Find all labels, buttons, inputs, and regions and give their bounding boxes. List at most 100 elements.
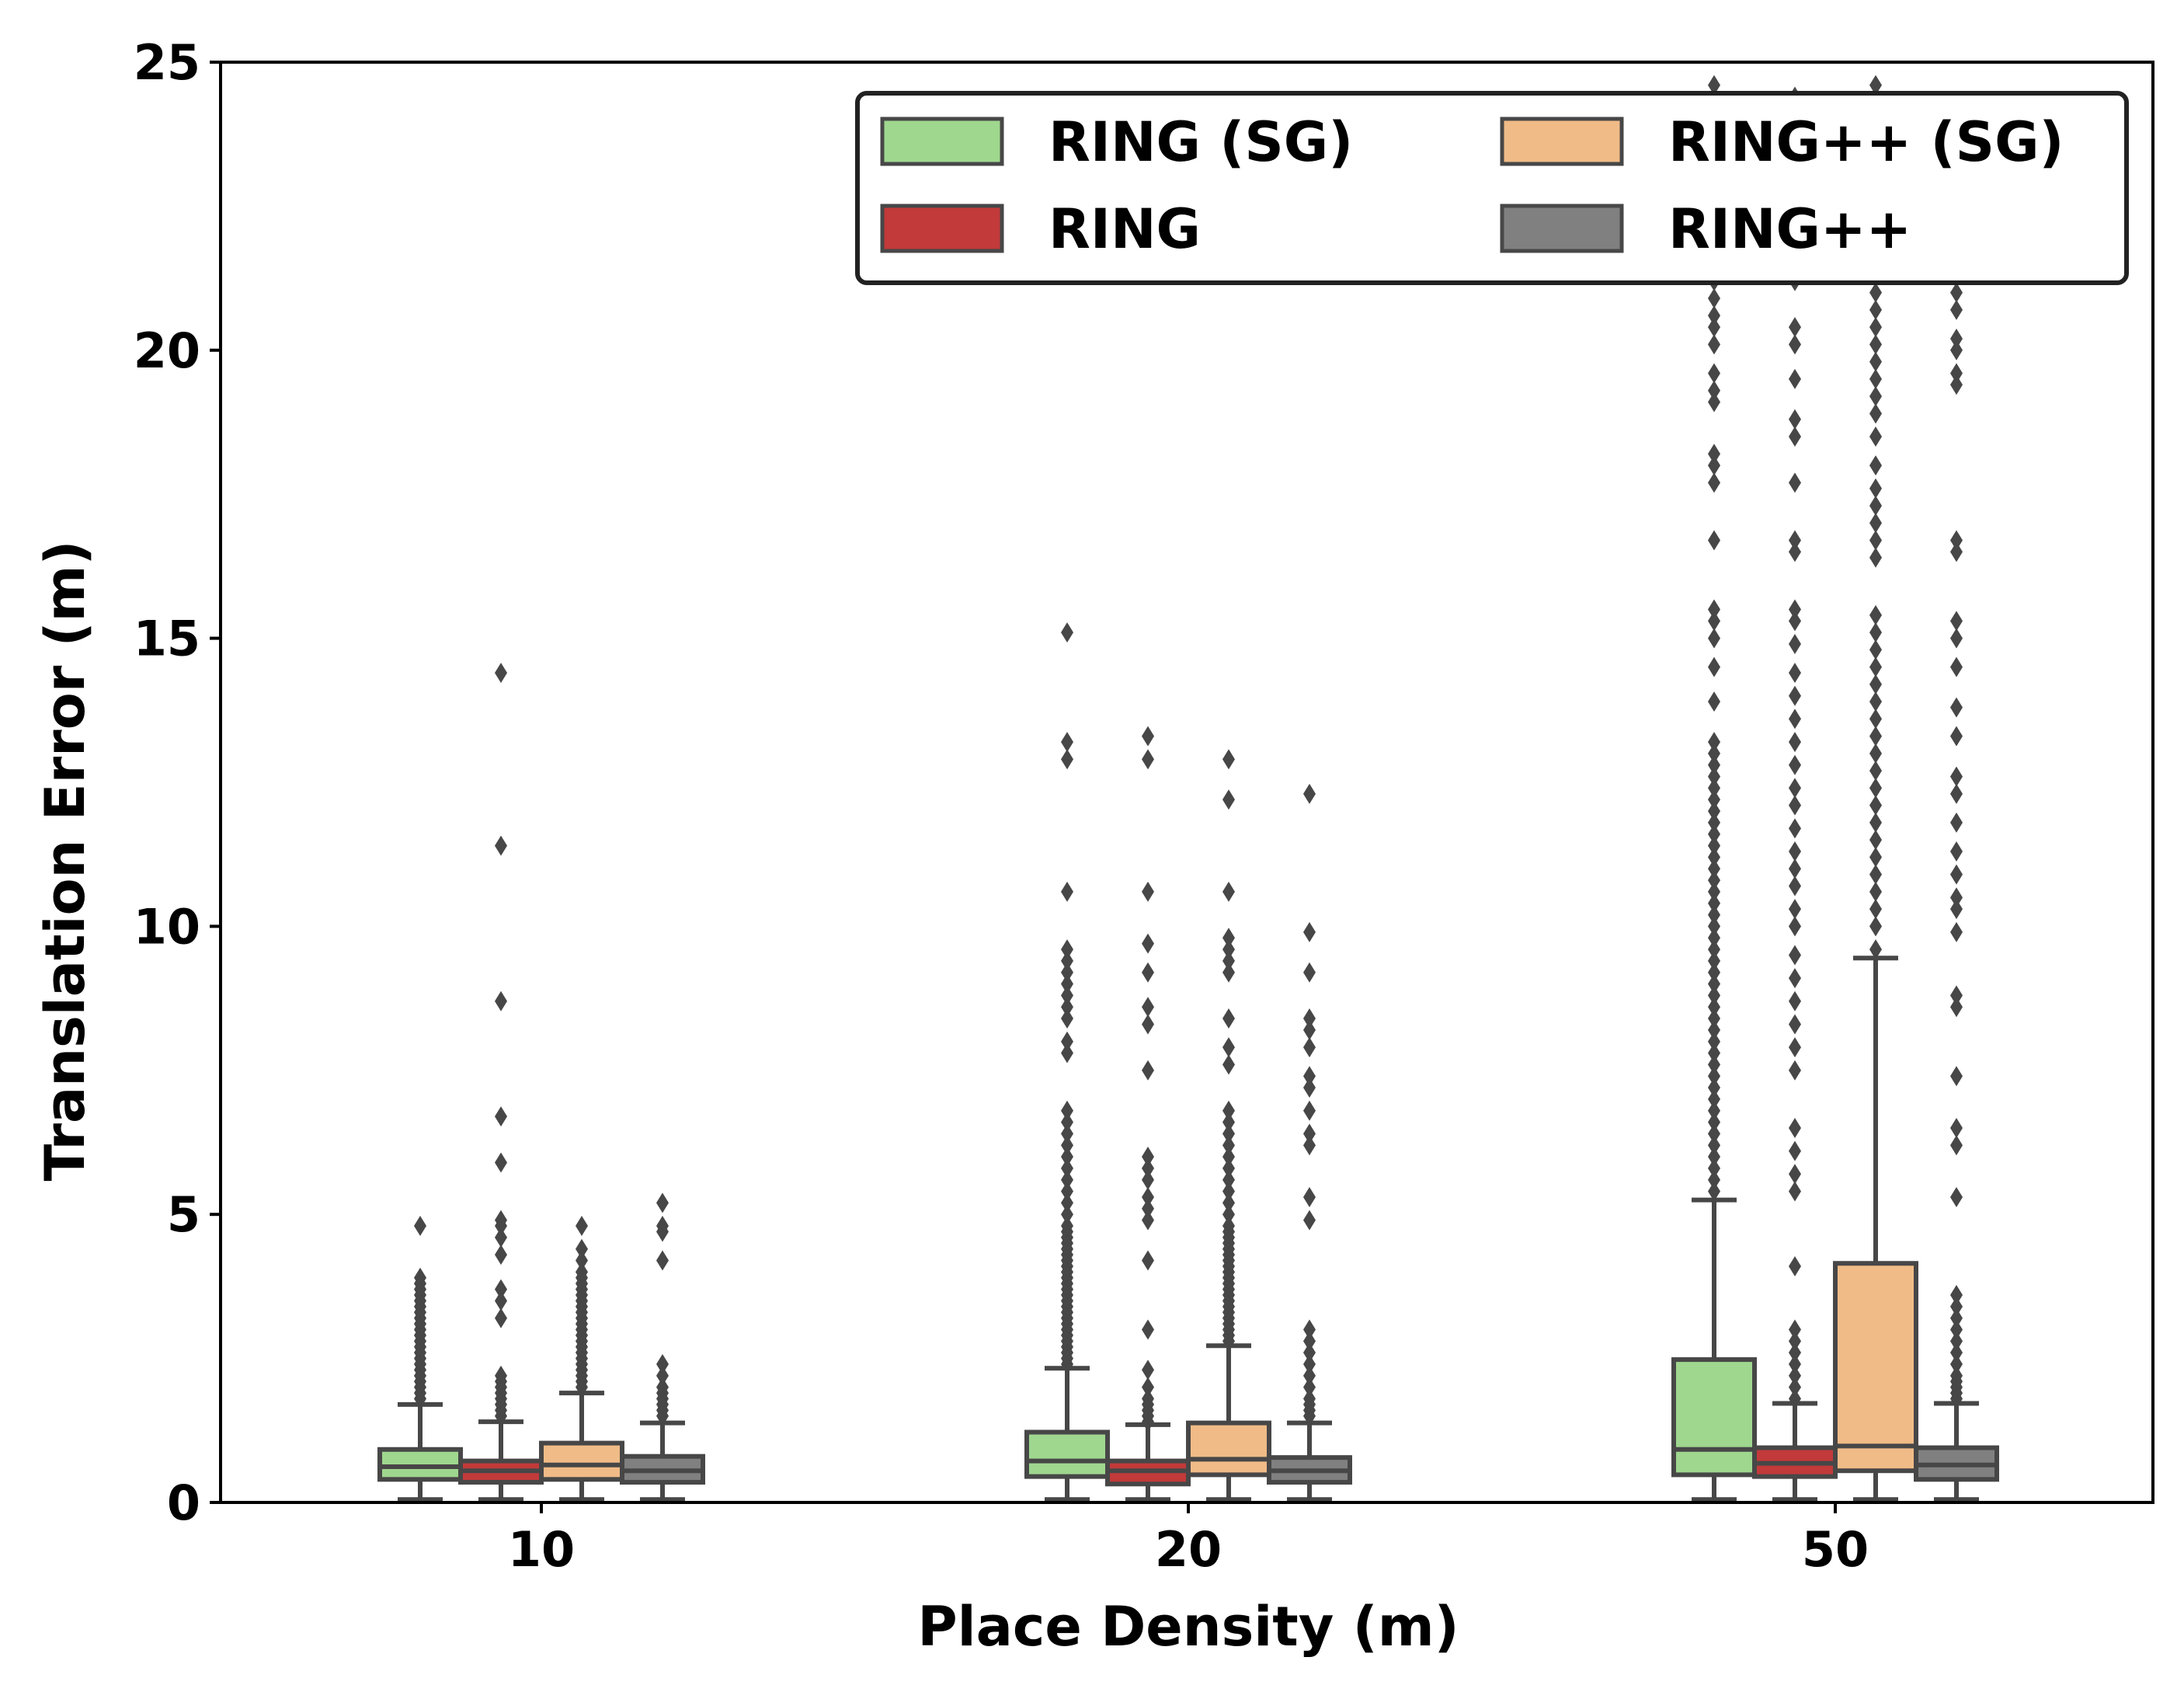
outlier-point	[1708, 973, 1720, 994]
outlier-point	[1061, 1135, 1073, 1156]
outlier-point	[656, 1354, 669, 1375]
outlier-point	[1950, 282, 1963, 303]
outlier-point	[1789, 368, 1801, 389]
outlier-point	[1708, 801, 1720, 822]
outlier-point	[1708, 444, 1720, 465]
outlier-point	[1950, 628, 1963, 649]
outlier-point	[1222, 1216, 1235, 1237]
outlier-point	[1708, 812, 1720, 833]
outlier-point	[1061, 1008, 1073, 1029]
outlier-point	[1303, 1331, 1316, 1352]
outlier-point	[1708, 656, 1720, 677]
outlier-point	[1061, 1181, 1073, 1202]
outlier-point	[1789, 1377, 1801, 1398]
box-0-1	[458, 663, 544, 1502]
legend-label: RING (SG)	[1049, 110, 1353, 174]
outlier-point	[1222, 789, 1235, 810]
outlier-point	[1142, 1319, 1154, 1340]
outlier-point	[1222, 1100, 1235, 1121]
outlier-point	[1708, 985, 1720, 1006]
outlier-point	[1708, 1123, 1720, 1144]
outlier-point	[1708, 1031, 1720, 1052]
outlier-point	[1061, 1216, 1073, 1237]
outlier-point	[1303, 1354, 1316, 1375]
outlier-point	[1869, 299, 1882, 320]
outlier-point	[1142, 1186, 1154, 1207]
outlier-point	[1950, 887, 1963, 908]
outlier-point	[1303, 962, 1316, 983]
outlier-point	[576, 1250, 588, 1271]
box-iqr	[1024, 1429, 1110, 1479]
outlier-point	[1142, 1250, 1154, 1271]
outlier-point	[1869, 282, 1882, 303]
outlier-point	[1142, 1169, 1154, 1190]
outlier-point	[1789, 795, 1801, 816]
outlier-point	[1869, 761, 1882, 782]
outlier-point	[1789, 732, 1801, 753]
outlier-point	[656, 1250, 669, 1271]
outlier-point	[1061, 1031, 1073, 1052]
outlier-point	[1708, 766, 1720, 787]
box-1-1	[1105, 726, 1191, 1502]
outlier-point	[1950, 1331, 1963, 1352]
outlier-point	[1222, 1037, 1235, 1058]
outlier-point	[1061, 997, 1073, 1018]
outlier-point	[1222, 1135, 1235, 1156]
outlier-point	[1950, 726, 1963, 747]
outlier-point	[1950, 1319, 1963, 1340]
outlier-point	[1789, 1164, 1801, 1185]
x-tick-label: 50	[1802, 1521, 1869, 1578]
outlier-point	[1708, 789, 1720, 810]
outlier-point	[1303, 1342, 1316, 1363]
outlier-point	[1222, 1112, 1235, 1133]
outlier-point	[1869, 386, 1882, 407]
outlier-point	[1061, 732, 1073, 753]
outlier-point	[1789, 663, 1801, 684]
outlier-point	[1708, 893, 1720, 914]
x-tick-label: 10	[508, 1521, 575, 1578]
outlier-point	[1950, 374, 1963, 395]
outlier-point	[1950, 1342, 1963, 1363]
outlier-point	[1789, 1140, 1801, 1161]
y-axis-label: Translation Error (m)	[33, 540, 97, 1181]
outlier-point	[1789, 916, 1801, 937]
outlier-point	[1303, 1210, 1316, 1231]
outlier-point	[1708, 835, 1720, 856]
outlier-point	[1789, 1060, 1801, 1081]
legend-label: RING++ (SG)	[1668, 110, 2064, 174]
outlier-point	[1708, 916, 1720, 937]
outlier-point	[1789, 945, 1801, 966]
outlier-point	[1142, 1060, 1154, 1081]
outlier-point	[1869, 847, 1882, 868]
outlier-point	[1708, 1008, 1720, 1029]
y-tick-label: 5	[167, 1186, 200, 1243]
outlier-point	[1303, 1066, 1316, 1087]
outlier-point	[1789, 1117, 1801, 1138]
outlier-point	[1708, 1181, 1720, 1202]
box-1-0	[1024, 622, 1110, 1502]
outlier-point	[1869, 916, 1882, 937]
outlier-point	[1222, 950, 1235, 971]
outlier-point	[1789, 530, 1801, 551]
outlier-point	[1708, 732, 1720, 753]
outlier-point	[1950, 1285, 1963, 1306]
outlier-point	[1950, 363, 1963, 384]
outlier-point	[1789, 472, 1801, 493]
outlier-point	[1950, 1186, 1963, 1207]
outlier-point	[1789, 409, 1801, 430]
outlier-point	[1869, 75, 1882, 96]
outlier-point	[1708, 599, 1720, 620]
outlier-point	[1708, 1112, 1720, 1133]
legend-frame	[855, 91, 2129, 285]
outlier-point	[495, 1290, 507, 1311]
legend-label: RING	[1049, 197, 1201, 261]
outlier-point	[656, 1216, 669, 1237]
outlier-point	[495, 1279, 507, 1300]
outlier-point	[1789, 1037, 1801, 1058]
outlier-point	[1789, 1331, 1801, 1352]
outlier-point	[1061, 1147, 1073, 1168]
outlier-point	[1708, 392, 1720, 413]
outlier-point	[1950, 766, 1963, 787]
box-0-0	[377, 1216, 463, 1502]
outlier-point	[1061, 622, 1073, 643]
